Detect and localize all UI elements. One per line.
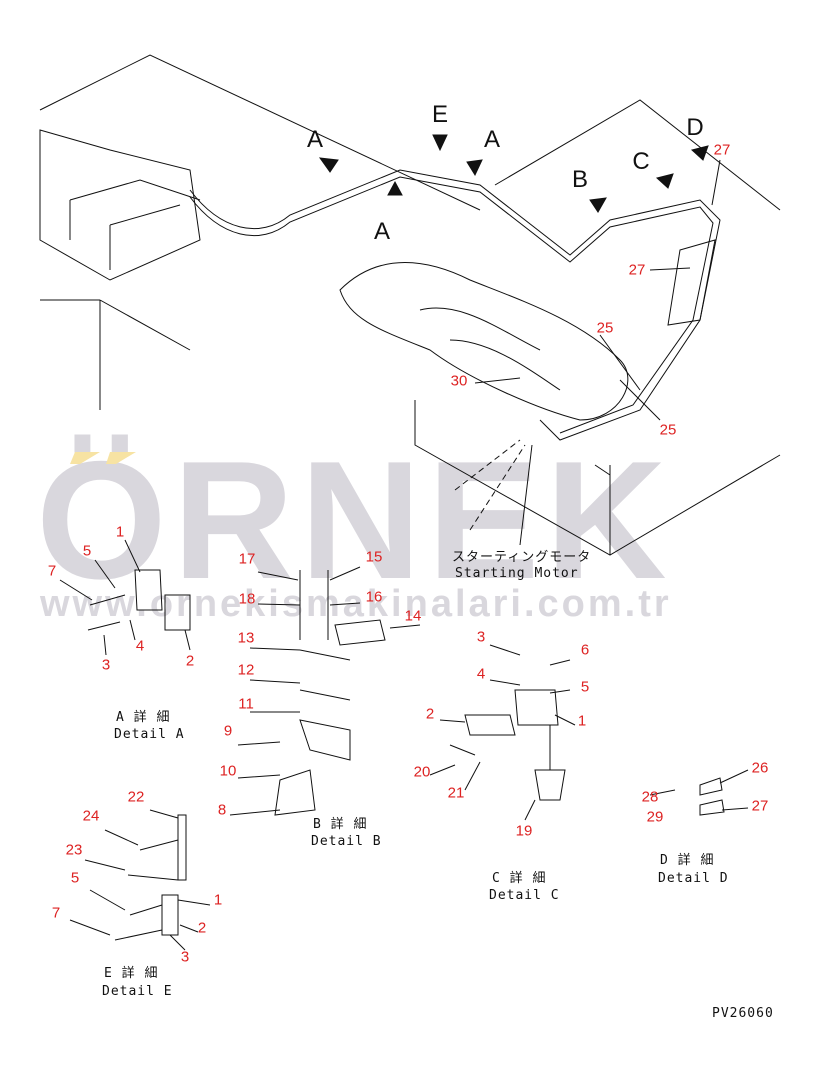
callout: 28	[641, 788, 659, 806]
detail-b-title-en: Detail B	[311, 834, 382, 849]
callout: 25	[596, 319, 614, 337]
detail-b-title-jp: B 詳 細	[313, 817, 368, 832]
callout: 3	[476, 628, 486, 646]
callout: 8	[217, 801, 227, 819]
callout: 11	[238, 695, 254, 713]
starting-motor-label-en: Starting Motor	[455, 566, 579, 581]
callout: 4	[135, 637, 145, 655]
callout: 14	[404, 607, 422, 625]
callout: 22	[127, 788, 145, 806]
detail-e-title-en: Detail E	[102, 984, 173, 999]
watermark-url: www.ornekismakinalari.com.tr	[40, 583, 672, 625]
callout: 25	[659, 421, 677, 439]
callout: 30	[450, 372, 468, 390]
callout: 7	[47, 562, 57, 580]
callout: 5	[580, 678, 590, 696]
view-arrow-d: D	[686, 114, 704, 141]
callout: 13	[237, 629, 255, 647]
callout: 26	[751, 759, 769, 777]
callout: 3	[180, 948, 190, 966]
callout: 1	[577, 712, 587, 730]
callout: 16	[365, 588, 383, 606]
detail-a-title-jp: A 詳 細	[116, 710, 171, 725]
callout: 2	[185, 652, 195, 670]
callout: 20	[413, 763, 431, 781]
callout: 7	[51, 904, 61, 922]
callout: 3	[101, 656, 111, 674]
view-arrow-a: A	[373, 218, 391, 245]
callout: 24	[82, 807, 100, 825]
callout: 2	[425, 705, 435, 723]
callout: 27	[751, 797, 769, 815]
callout: 27	[628, 261, 646, 279]
callout: 27	[713, 141, 731, 159]
callout: 29	[646, 808, 664, 826]
callout: 4	[476, 665, 486, 683]
callout: 5	[82, 542, 92, 560]
detail-d-title-jp: D 詳 細	[660, 853, 715, 868]
callout: 19	[515, 822, 533, 840]
callout: 5	[70, 869, 80, 887]
callout: 21	[447, 784, 465, 802]
starting-motor-label-jp: スターティングモータ	[452, 550, 592, 565]
detail-d-title-en: Detail D	[658, 871, 729, 886]
callout: 2	[197, 919, 207, 937]
callout: 15	[365, 548, 383, 566]
detail-e-title-jp: E 詳 細	[104, 966, 159, 981]
callout: 10	[219, 762, 237, 780]
view-arrow-a: A	[306, 126, 324, 153]
watermark-logo: ÖRNEK	[36, 426, 673, 614]
view-arrow-a: A	[483, 126, 501, 153]
callout: 1	[213, 891, 223, 909]
drawing-number: PV26060	[712, 1006, 774, 1021]
detail-c-title-en: Detail C	[489, 888, 560, 903]
callout: 9	[223, 722, 233, 740]
detail-c-title-jp: C 詳 細	[492, 871, 547, 886]
callout: 6	[580, 641, 590, 659]
callout: 12	[237, 661, 255, 679]
callout: 18	[238, 590, 256, 608]
view-arrow-e: E	[431, 101, 449, 128]
view-arrow-c: C	[632, 148, 650, 175]
callout: 23	[65, 841, 83, 859]
view-arrow-b: B	[571, 166, 589, 193]
callout: 17	[238, 550, 256, 568]
callout: 1	[115, 523, 125, 541]
detail-a-title-en: Detail A	[114, 727, 185, 742]
